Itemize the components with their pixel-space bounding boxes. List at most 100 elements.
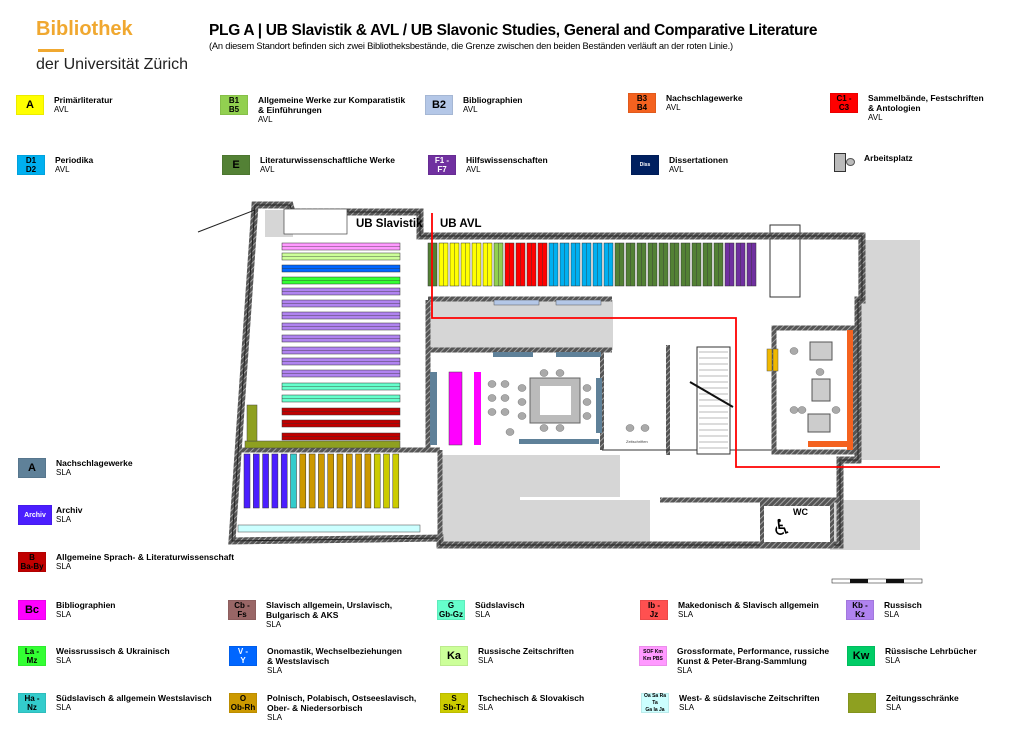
shelf: [290, 453, 297, 509]
legend-swatch: SOF Km Km PBS: [639, 646, 667, 666]
chair: [487, 394, 497, 402]
shelf: [299, 453, 307, 509]
legend-location: SLA: [267, 713, 283, 722]
legend-swatch: V - Y: [229, 646, 257, 666]
shelf: [262, 453, 269, 509]
legend-label: Allgemeine Werke zur Komparatistik & Ein…: [258, 95, 438, 125]
legend-location: SLA: [478, 703, 494, 712]
legend-swatch: B Ba-By: [18, 552, 46, 572]
legend-swatch: B3 B4: [628, 93, 656, 113]
legend-swatch: G Gb-Gz: [437, 600, 465, 620]
chair: [539, 369, 549, 377]
legend-location: AVL: [666, 103, 681, 112]
entrance-line: [197, 209, 256, 233]
newspaper-cabinet: [246, 404, 258, 442]
legend-location: SLA: [886, 703, 902, 712]
workstation-icon: [834, 153, 846, 172]
shelf: [364, 453, 372, 509]
scale-bar-segment: [850, 579, 868, 583]
chair: [500, 408, 510, 416]
shelf-b2: [555, 299, 602, 306]
legend-title: Onomastik, Wechselbeziehungen & Westslav…: [267, 646, 402, 666]
shelf-bc: [448, 371, 463, 446]
legend-swatch: La - Mz: [18, 646, 46, 666]
shelf-a-sla: [556, 352, 601, 357]
legend-location: AVL: [669, 165, 684, 174]
shelf: [280, 453, 288, 509]
shelf: [243, 453, 251, 509]
page-title: PLG A | UB Slavistik & AVL / UB Slavonic…: [209, 22, 818, 39]
chair: [487, 380, 497, 388]
legend-location: SLA: [475, 610, 491, 619]
lounge-table: [807, 413, 831, 433]
chair: [517, 384, 527, 392]
legend-location: SLA: [677, 666, 693, 675]
legend-title: Dissertationen: [669, 155, 729, 165]
legend-swatch: D1 D2: [17, 155, 45, 175]
legend-title: Slavisch allgemein, Urslavisch, Bulgaris…: [266, 600, 393, 620]
legend-title: Makedonisch & Slavisch allgemein: [678, 600, 819, 610]
chair: [539, 424, 549, 432]
chair: [487, 408, 497, 416]
legend-location: AVL: [55, 165, 70, 174]
chair: [500, 394, 510, 402]
logo-underline: [38, 49, 64, 52]
stairs-top: [283, 208, 348, 235]
legend-label: Grossformate, Performance, russiche Kuns…: [677, 646, 857, 676]
legend-location: SLA: [885, 656, 901, 665]
legend-swatch: Ib - Jz: [640, 600, 668, 620]
grey-area: [520, 500, 650, 545]
lounge-table: [811, 378, 831, 402]
legend-title: Russische Zeitschriften: [478, 646, 574, 656]
legend-swatch: Diss: [631, 155, 659, 175]
chair: [815, 368, 825, 376]
meeting-table-center: [540, 386, 571, 415]
legend-title: West- & südslavische Zeitschriften: [679, 693, 820, 703]
shelf-a-sla: [430, 372, 437, 445]
legend-swatch: Oa Sa Ra Ta Ga Ia Ja: [641, 693, 669, 713]
shelf-periodicals: [237, 524, 421, 533]
logo-bibliothek: Bibliothek: [36, 18, 133, 40]
legend-swatch: Ha - Nz: [18, 693, 46, 713]
legend-title: Nachschlagewerke: [56, 458, 133, 468]
legend-title: Tschechisch & Slovakisch: [478, 693, 585, 703]
newspaper-cabinet: [244, 440, 401, 449]
chair-icon: [846, 158, 855, 166]
chair: [555, 424, 565, 432]
boundary-line: [431, 213, 940, 468]
legend-swatch: Kb - Kz: [846, 600, 874, 620]
legend-swatch: Cb - Fs: [228, 600, 256, 620]
legend-title: Südslavisch & allgemein Westslavisch: [56, 693, 212, 703]
shelf-bc: [474, 372, 481, 445]
chair: [789, 347, 799, 355]
shelf: [355, 453, 362, 509]
grey-area: [830, 500, 920, 550]
legend-swatch: Kw: [847, 646, 875, 666]
legend-swatch: C1 - C3: [830, 93, 858, 113]
legend-swatch: A: [16, 95, 44, 115]
page-subtitle: (An diesem Standort befinden sich zwei B…: [209, 41, 733, 51]
zeitschriften-label: Zeitschriften: [626, 439, 648, 444]
legend-label: Polnisch, Polabisch, Ostseeslavisch, Obe…: [267, 693, 447, 723]
logo-university: der Universität Zürich: [36, 56, 189, 73]
shelf-b3b4: [847, 330, 853, 450]
shelf-b2: [493, 299, 540, 306]
legend-location: SLA: [56, 703, 72, 712]
legend-swatch: Ka: [440, 646, 468, 666]
legend-title: Primärliteratur: [54, 95, 113, 105]
legend-location: SLA: [267, 666, 283, 675]
legend-swatch: [848, 693, 876, 713]
legend-swatch: E: [222, 155, 250, 175]
